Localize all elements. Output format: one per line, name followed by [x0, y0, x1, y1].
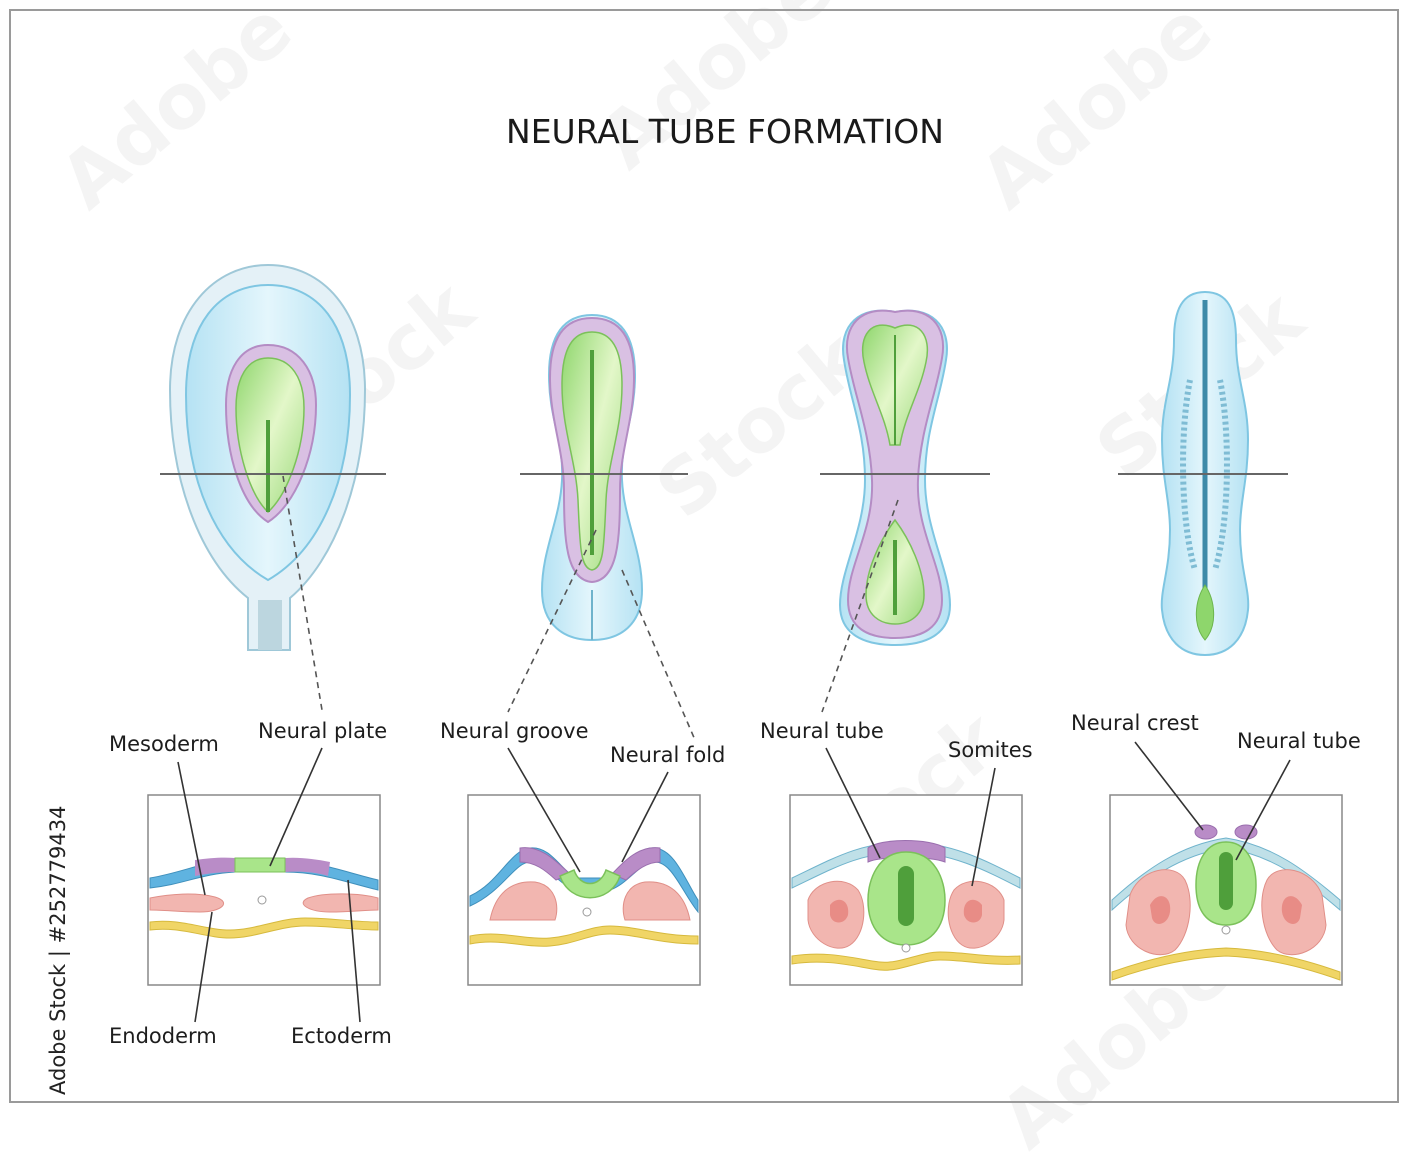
neural-tube-illustration	[0, 0, 1407, 1111]
embryo-stage-2	[520, 315, 688, 640]
label-neural-crest: Neural crest	[1071, 711, 1199, 735]
label-somites: Somites	[948, 738, 1033, 762]
cross-section-1	[148, 795, 380, 985]
diagram-canvas: Adobe Adobe Adobe Stock Stock Stock Stoc…	[0, 0, 1407, 1111]
label-mesoderm: Mesoderm	[109, 732, 219, 756]
label-neural-fold: Neural fold	[610, 743, 725, 767]
label-neural-groove: Neural groove	[440, 719, 589, 743]
embryo-stage-3	[820, 311, 990, 645]
label-neural-tube-stage-3: Neural tube	[760, 719, 884, 743]
cross-section-4	[1110, 795, 1342, 985]
label-neural-tube-stage-4: Neural tube	[1237, 729, 1361, 753]
cross-section-2	[468, 795, 700, 985]
label-endoderm: Endoderm	[109, 1024, 217, 1048]
embryo-stage-1	[160, 265, 386, 650]
label-neural-plate: Neural plate	[258, 719, 387, 743]
cross-section-3	[790, 795, 1022, 985]
stock-credit: Adobe Stock | #252779434	[46, 806, 70, 1096]
embryo-stage-4	[1118, 292, 1288, 655]
label-ectoderm: Ectoderm	[291, 1024, 392, 1048]
